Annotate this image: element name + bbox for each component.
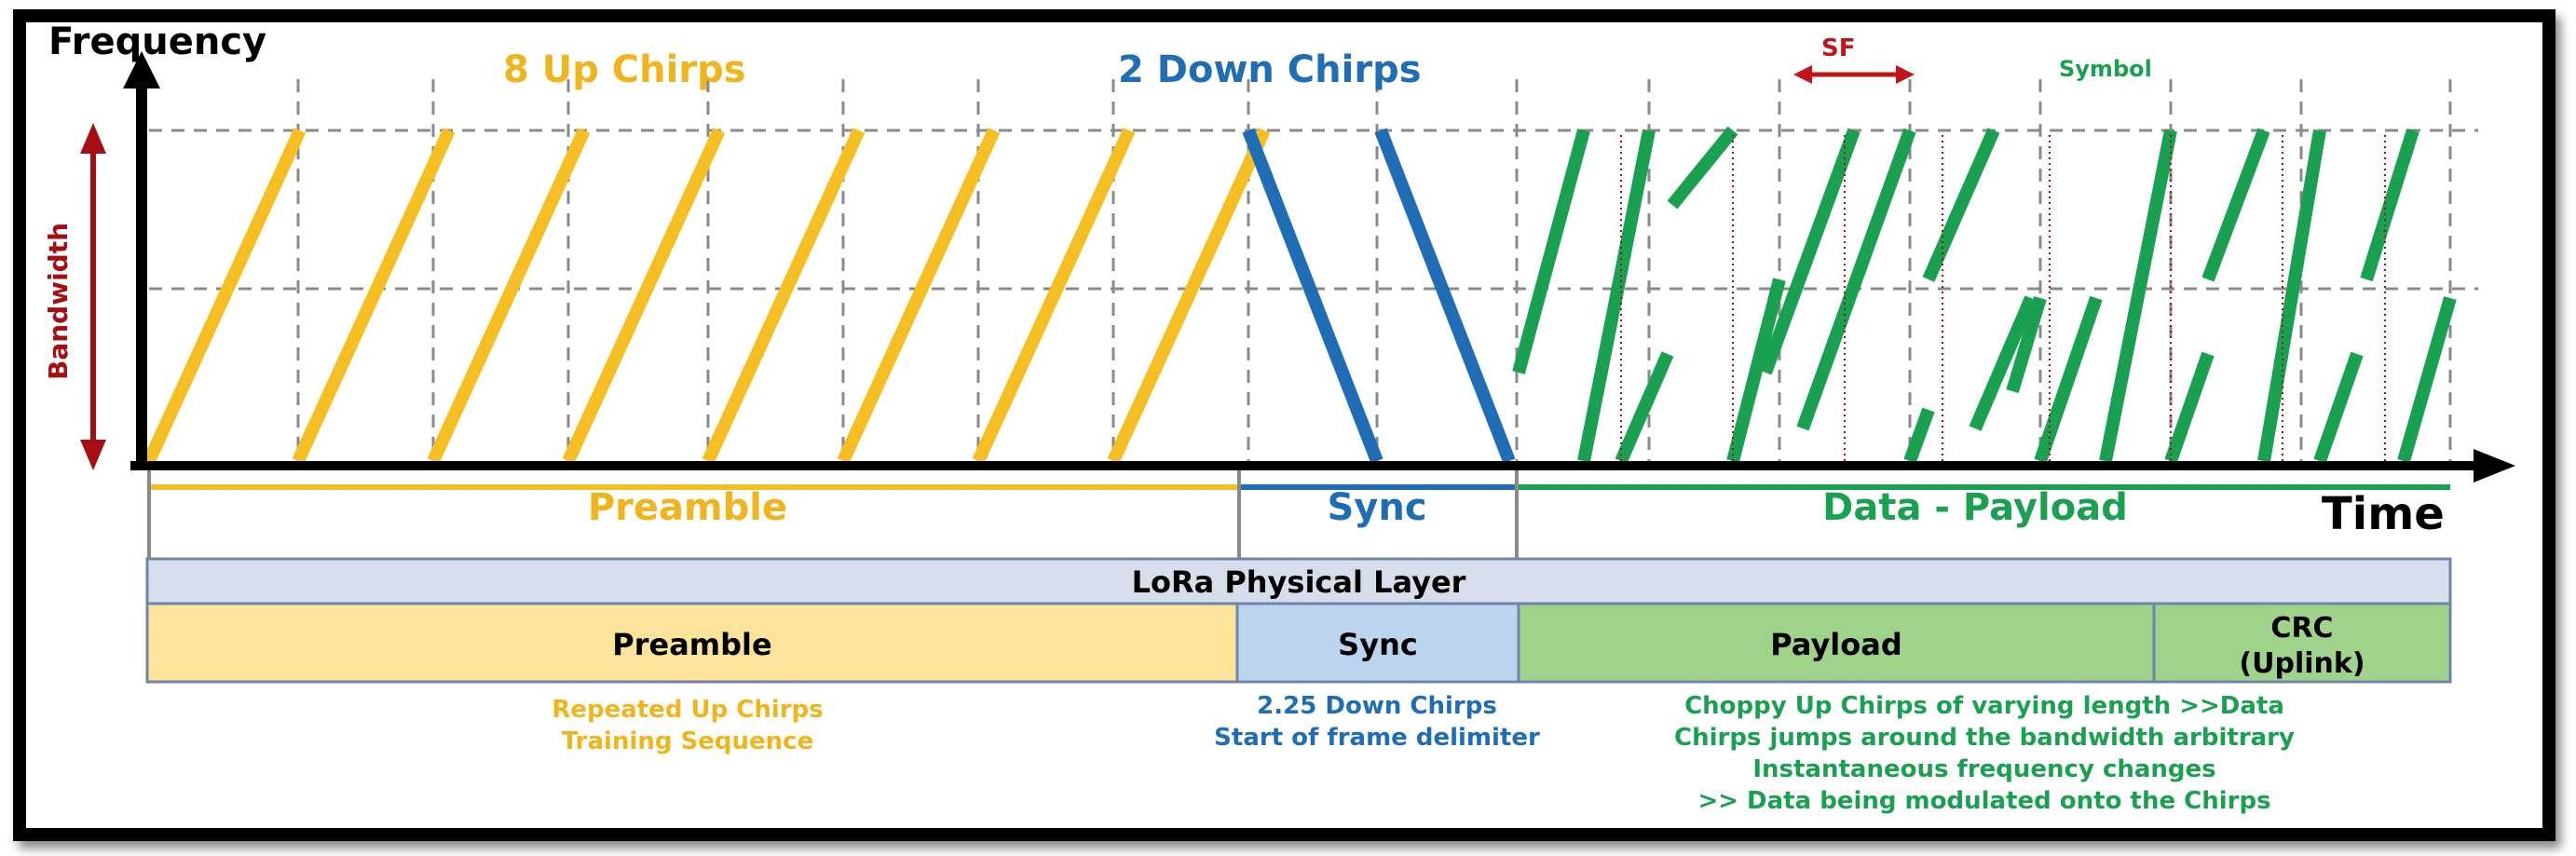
symbol-label: Symbol	[2059, 56, 2152, 82]
sf-arrow	[1793, 65, 1915, 84]
payload-chirp	[2360, 128, 2419, 282]
payload-chirp	[1512, 129, 1590, 374]
x-axis-label: Time	[2322, 488, 2445, 540]
payload-chirp	[2313, 351, 2364, 464]
x-axis-arrowhead	[2474, 449, 2515, 482]
segment-crc	[2152, 602, 2452, 684]
up-chirp	[292, 128, 456, 464]
chirp-lines	[143, 126, 2457, 464]
payload-chirp	[2257, 129, 2326, 463]
segment-crc-label: CRC	[2270, 612, 2333, 645]
payload-chirp	[1726, 278, 1786, 463]
down-chirps-label: 2 Down Chirps	[1118, 48, 1422, 91]
segment-sync-label: Sync	[1338, 627, 1418, 662]
bandwidth-arrow	[80, 123, 106, 470]
payload-desc-4: >> Data being modulated onto the Chirps	[1697, 787, 2270, 815]
payload-chirp	[2164, 351, 2215, 464]
grid-lines	[149, 79, 2478, 461]
payload-desc-2: Chirps jumps around the bandwidth arbitr…	[1674, 724, 2295, 752]
payload-chirp	[1759, 128, 1860, 375]
timeline-preamble: Preamble	[588, 486, 787, 529]
payload-chirp	[2099, 129, 2177, 463]
segment-preamble	[145, 602, 1239, 684]
bandwidth-label: Bandwidth	[43, 223, 74, 380]
payload-chirp	[2201, 128, 2270, 282]
timeline-sync: Sync	[1327, 486, 1426, 529]
payload-desc-3: Instantaneous frequency changes	[1752, 755, 2215, 783]
up-chirp	[837, 128, 1001, 464]
preamble-desc-1: Repeated Up Chirps	[552, 696, 823, 724]
up-chirp	[972, 128, 1136, 464]
up-chirp	[562, 128, 726, 464]
payload-chirp	[1615, 351, 1674, 464]
payload-chirp	[1796, 128, 1916, 431]
payload-desc-1: Choppy Up Chirps of varying length >>Dat…	[1684, 692, 2284, 720]
payload-chirp	[1969, 295, 2038, 431]
payload-chirp	[1922, 128, 2000, 282]
up-chirp	[702, 128, 865, 464]
segment-payload-label: Payload	[1770, 627, 1902, 662]
physical-layer-title: LoRa Physical Layer	[1132, 564, 1466, 600]
y-axis-label: Frequency	[48, 20, 266, 63]
payload-chirp	[1903, 407, 1935, 464]
segment-preamble-label: Preamble	[612, 627, 771, 662]
sf-label: SF	[1821, 34, 1856, 62]
up-chirps-label: 8 Up Chirps	[503, 48, 746, 91]
y-axis-arrowhead	[123, 51, 160, 88]
up-chirp	[427, 128, 591, 464]
timeline-brackets	[147, 470, 2450, 559]
up-chirp	[143, 128, 307, 464]
preamble-desc-2: Training Sequence	[562, 727, 813, 755]
payload-chirp	[2034, 295, 2103, 464]
down-chirp	[1374, 128, 1516, 464]
sync-desc-2: Start of frame delimiter	[1214, 724, 1540, 752]
payload-chirp	[2397, 296, 2457, 463]
up-chirp	[1107, 128, 1271, 464]
segment-sync	[1235, 602, 1520, 684]
timeline-payload: Data - Payload	[1822, 486, 2128, 529]
down-chirp	[1242, 128, 1383, 464]
sync-desc-1: 2.25 Down Chirps	[1257, 692, 1497, 720]
payload-chirp	[1667, 126, 1738, 210]
payload-chirp	[1577, 129, 1656, 463]
segment-crc-label-2: (Uplink)	[2239, 647, 2365, 680]
payload-chirp	[2006, 295, 2047, 394]
